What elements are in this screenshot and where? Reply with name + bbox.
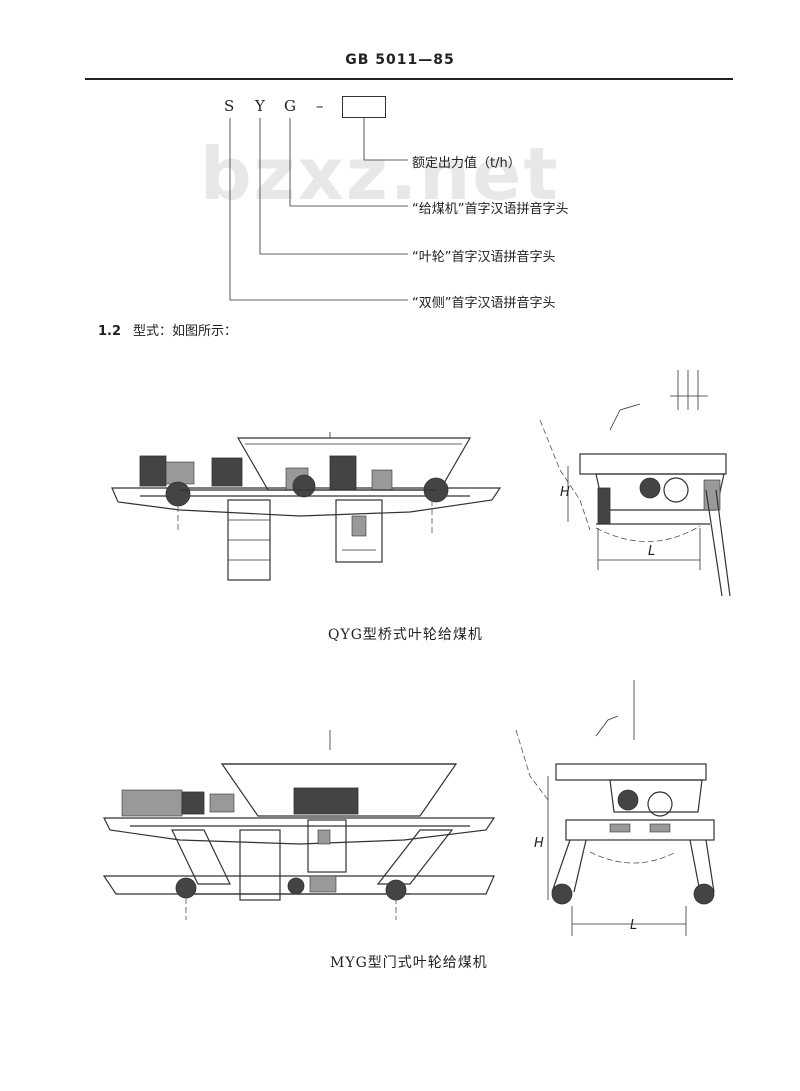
rated-output-box [342,96,386,118]
code-letter-s: S [224,97,235,115]
qyg-dim-h: H [560,485,570,500]
myg-drawing [102,680,715,936]
standard-code: GB 5011—85 [345,52,455,68]
section-number: 1.2 [98,324,122,339]
qyg-caption: QYG型桥式叶轮给煤机 [328,627,483,643]
myg-dim-l: L [630,918,638,933]
section-1-2: 1.2 型式：如图所示： [98,320,237,339]
qyg-side-view [539,370,731,597]
desc-feeder: “给煤机”首字汉语拼音字头 [412,202,569,217]
desc-rated-output: 额定出力值（t/h） [412,156,521,171]
myg-side-view [515,680,715,936]
code-dash: – [316,97,324,115]
code-letter-g: G [284,97,296,115]
header-rule [85,78,733,80]
section-text: 型式：如图所示： [133,324,238,339]
qyg-front-view [111,432,502,581]
myg-front-view [102,730,496,920]
code-letter-y: Y [255,97,265,115]
qyg-dim-l: L [648,544,656,559]
myg-dim-h: H [534,836,544,851]
desc-impeller: “叶轮”首字汉语拼音字头 [412,250,556,265]
myg-caption: MYG型门式叶轮给煤机 [330,955,488,971]
desc-double-side: “双侧”首字汉语拼音字头 [412,296,556,311]
code-leader-lines [229,118,408,301]
qyg-drawing [111,370,731,597]
